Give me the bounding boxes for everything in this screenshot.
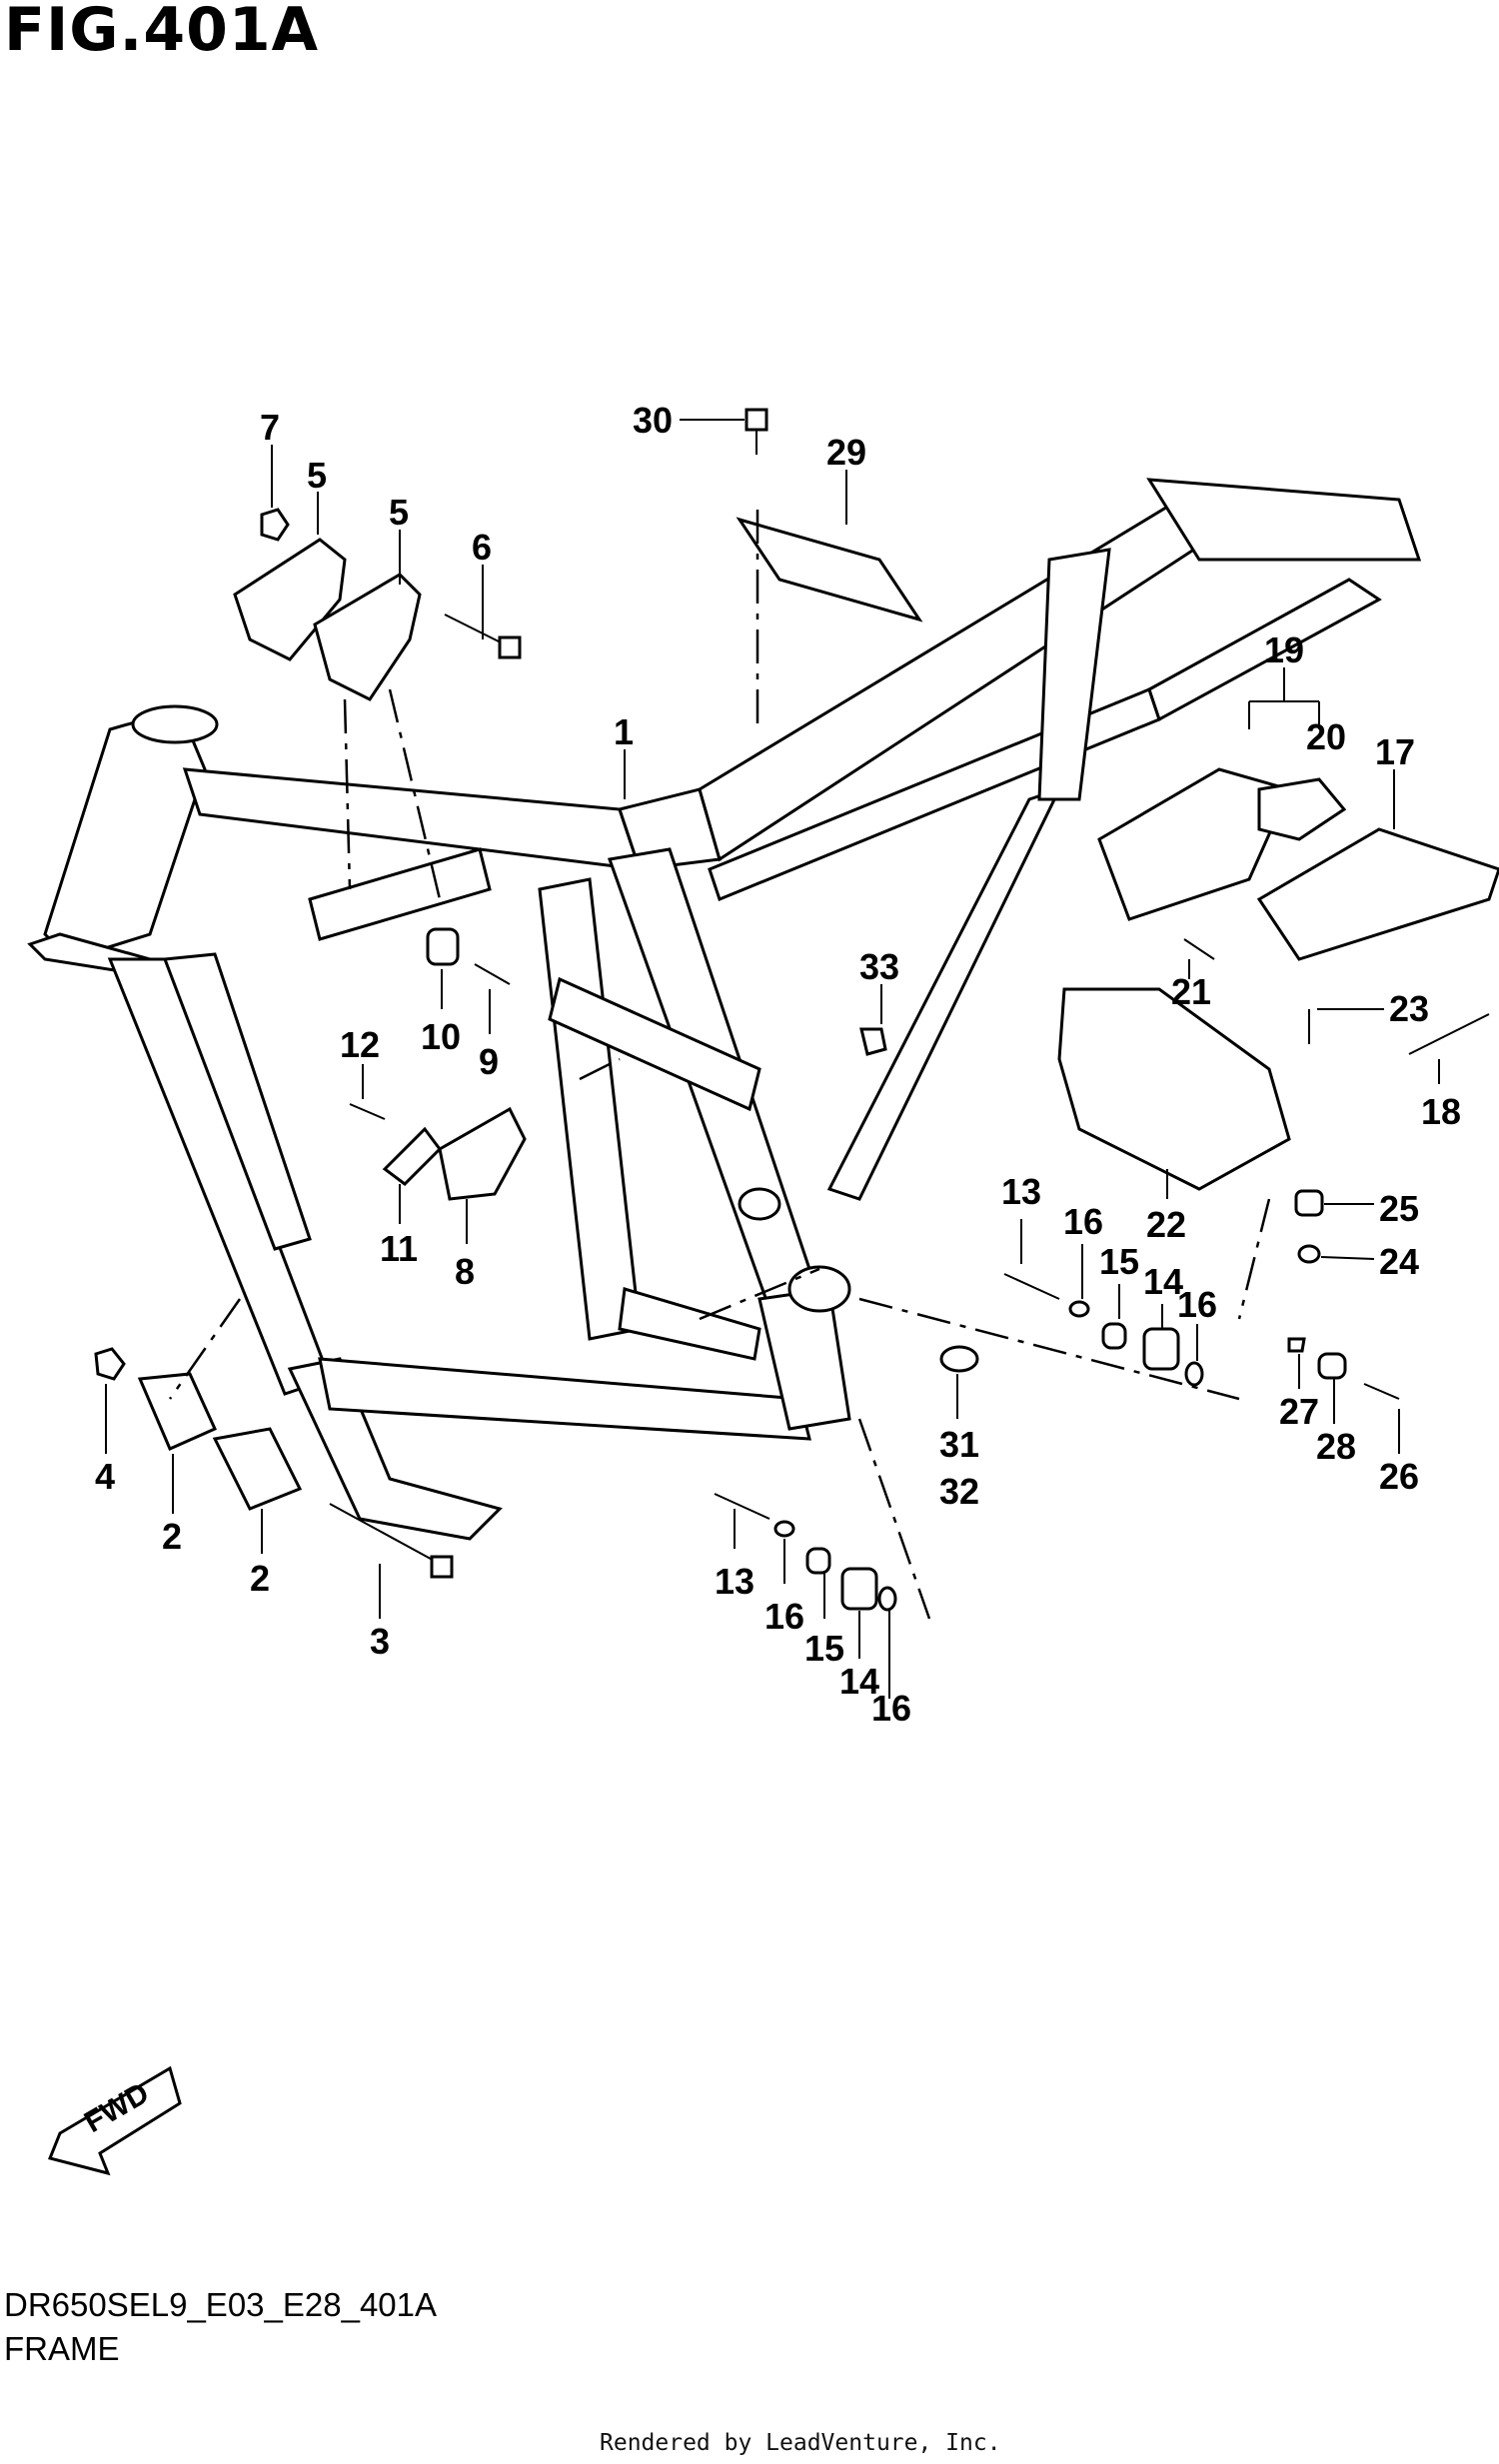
callout-14: 14 [839, 1661, 879, 1702]
callout-28: 28 [1316, 1426, 1356, 1467]
callout-2: 2 [250, 1558, 270, 1599]
callout-31: 31 [939, 1424, 979, 1465]
callout-4: 4 [95, 1456, 115, 1497]
callout-13: 13 [1001, 1171, 1041, 1212]
credit-text: Rendered by LeadVenture, Inc. [600, 2430, 1001, 2456]
callout-19: 19 [1264, 629, 1304, 670]
callout-29: 29 [826, 432, 866, 473]
callout-26: 26 [1379, 1456, 1419, 1497]
leader-lines [105, 419, 1440, 1699]
callout-11: 11 [380, 1228, 418, 1269]
main-frame [27, 478, 1422, 1541]
callout-21: 21 [1171, 971, 1211, 1012]
callout-25: 25 [1379, 1188, 1419, 1229]
callout-6: 6 [472, 527, 492, 568]
figure-title: FIG.401A [4, 0, 320, 65]
callout-14: 14 [1143, 1261, 1183, 1302]
callout-3: 3 [370, 1621, 390, 1662]
callout-18: 18 [1421, 1091, 1461, 1132]
callout-17: 17 [1375, 731, 1415, 772]
callout-27: 27 [1279, 1391, 1319, 1432]
callout-15: 15 [804, 1628, 844, 1669]
callout-5: 5 [389, 492, 409, 533]
callout-16: 16 [1177, 1284, 1217, 1325]
callout-8: 8 [455, 1251, 475, 1292]
callout-22: 22 [1146, 1204, 1186, 1245]
assembly-lines [168, 510, 1271, 1620]
callout-16: 16 [871, 1688, 911, 1729]
callout-2: 2 [162, 1516, 182, 1557]
callout-30: 30 [633, 400, 673, 441]
callout-33: 33 [859, 946, 899, 987]
callout-13: 13 [715, 1561, 754, 1602]
callout-10: 10 [421, 1016, 461, 1057]
parts [47, 408, 1499, 2176]
callout-16: 16 [1063, 1201, 1103, 1242]
section-name: FRAME [4, 2330, 120, 2367]
callout-9: 9 [479, 1041, 499, 1082]
callout-24: 24 [1379, 1241, 1419, 1282]
callout-7: 7 [260, 407, 280, 448]
callout-1: 1 [614, 711, 634, 752]
callout-20: 20 [1306, 716, 1346, 757]
callout-15: 15 [1099, 1241, 1139, 1282]
diagram-code: DR650SEL9_E03_E28_401A [4, 2286, 438, 2323]
callout-16: 16 [764, 1596, 804, 1637]
callout-12: 12 [340, 1024, 380, 1065]
callout-32: 32 [939, 1471, 979, 1512]
callout-23: 23 [1389, 988, 1429, 1029]
callout-5: 5 [307, 455, 327, 496]
